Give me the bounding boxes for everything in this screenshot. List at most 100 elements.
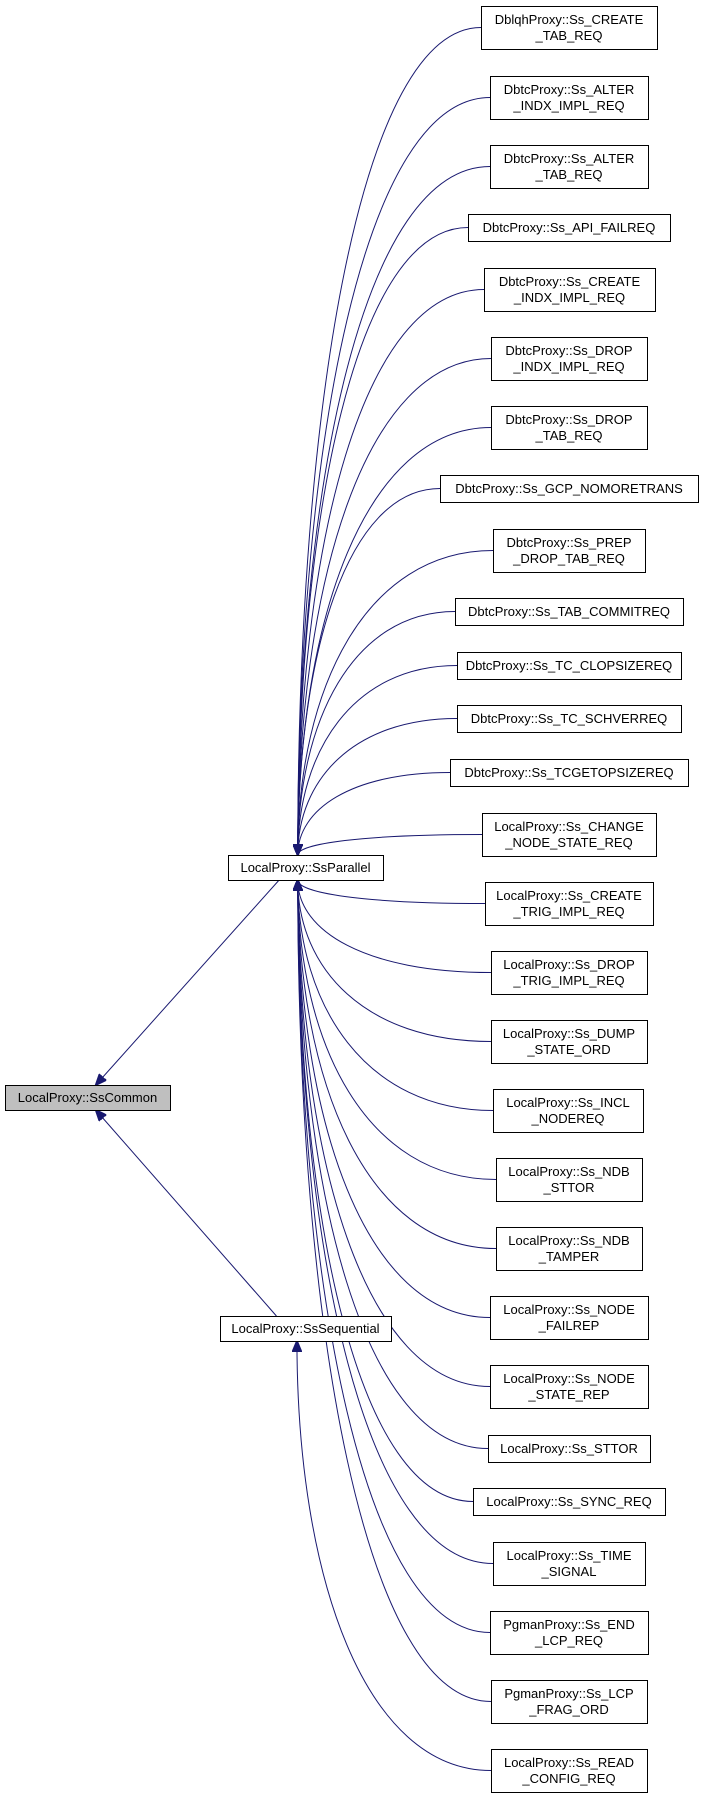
class-node-label: LocalProxy::Ss_TIME <box>507 1548 632 1563</box>
class-node-label: DbtcProxy::Ss_TAB_COMMITREQ <box>468 604 670 619</box>
class-node-label: LocalProxy::Ss_NODE <box>503 1302 635 1317</box>
class-node-box <box>496 1158 643 1202</box>
class-node-lp-time-signal[interactable]: LocalProxy::Ss_TIME_SIGNAL <box>493 1542 646 1586</box>
inheritance-edge-lp-sttor-to-ssparallel <box>298 880 489 1449</box>
class-node-label: _TAB_REQ <box>535 428 603 443</box>
class-node-box <box>491 1749 648 1793</box>
class-node-label: _STATE_REP <box>527 1387 609 1402</box>
inheritance-edge-lp-change-node-state-to-ssparallel <box>298 834 483 856</box>
class-node-label: PgmanProxy::Ss_LCP <box>504 1686 633 1701</box>
class-node-dbtc-drop-indx[interactable]: DbtcProxy::Ss_DROP_INDX_IMPL_REQ <box>491 337 648 381</box>
inheritance-edge-dbtc-tc-schverreq-to-ssparallel <box>298 718 458 856</box>
class-node-pgman-end-lcp[interactable]: PgmanProxy::Ss_END_LCP_REQ <box>490 1611 649 1655</box>
class-node-box <box>491 1680 648 1724</box>
class-node-label: _INDX_IMPL_REQ <box>512 359 624 374</box>
class-node-label: DbtcProxy::Ss_GCP_NOMORETRANS <box>455 481 683 496</box>
class-node-label: _SIGNAL <box>541 1564 597 1579</box>
inheritance-edge-dbtc-tab-commitreq-to-ssparallel <box>298 611 456 856</box>
class-node-label: _LCP_REQ <box>534 1633 603 1648</box>
class-node-label: LocalProxy::Ss_NODE <box>503 1371 635 1386</box>
class-node-label: _CONFIG_REQ <box>521 1771 615 1786</box>
class-node-lp-sttor[interactable]: LocalProxy::Ss_STTOR <box>488 1435 651 1463</box>
class-node-label: _FAILREP <box>538 1318 600 1333</box>
class-node-box <box>450 759 689 787</box>
class-node-lp-node-failrep[interactable]: LocalProxy::Ss_NODE_FAILREP <box>490 1296 649 1340</box>
class-node-label: LocalProxy::Ss_DROP <box>503 957 635 972</box>
class-node-dbtc-gcp-nomoretrans[interactable]: DbtcProxy::Ss_GCP_NOMORETRANS <box>440 475 699 503</box>
class-node-label: _NODE_STATE_REQ <box>504 835 632 850</box>
class-node-dbtc-api-failreq[interactable]: DbtcProxy::Ss_API_FAILREQ <box>468 214 671 242</box>
class-node-box <box>5 1085 171 1111</box>
class-node-sscommon[interactable]: LocalProxy::SsCommon <box>5 1085 171 1111</box>
class-node-lp-node-state-rep[interactable]: LocalProxy::Ss_NODE_STATE_REP <box>490 1365 649 1409</box>
inheritance-edge-sssequential-to-sscommon <box>96 1110 277 1317</box>
class-node-ssparallel[interactable]: LocalProxy::SsParallel <box>228 855 384 881</box>
class-node-label: _STATE_ORD <box>526 1042 610 1057</box>
class-node-dbtc-tc-schverreq[interactable]: DbtcProxy::Ss_TC_SCHVERREQ <box>457 705 682 733</box>
class-node-dbtc-create-indx[interactable]: DbtcProxy::Ss_CREATE_INDX_IMPL_REQ <box>484 268 656 312</box>
class-node-box <box>491 1020 648 1064</box>
inheritance-edge-ssparallel-to-sscommon <box>96 879 280 1085</box>
class-node-box <box>490 1296 649 1340</box>
inheritance-edge-dbtc-drop-indx-to-ssparallel <box>298 358 492 856</box>
class-node-dbtc-drop-tab[interactable]: DbtcProxy::Ss_DROP_TAB_REQ <box>491 406 648 450</box>
class-node-label: LocalProxy::SsParallel <box>240 860 370 875</box>
class-node-box <box>496 1227 643 1271</box>
class-node-box <box>493 529 646 573</box>
inheritance-edge-dbtc-prep-drop-tab-to-ssparallel <box>298 550 494 856</box>
inheritance-edge-lp-ndb-sttor-to-ssparallel <box>298 880 497 1180</box>
class-node-box <box>468 214 671 242</box>
class-node-dbtc-alter-tab[interactable]: DbtcProxy::Ss_ALTER_TAB_REQ <box>490 145 649 189</box>
class-node-label: _TAB_REQ <box>535 167 603 182</box>
class-node-dblqh-create-tab[interactable]: DblqhProxy::Ss_CREATE_TAB_REQ <box>481 6 658 50</box>
class-node-lp-create-trig[interactable]: LocalProxy::Ss_CREATE_TRIG_IMPL_REQ <box>485 882 654 926</box>
class-node-label: DbtcProxy::Ss_PREP <box>507 535 632 550</box>
class-node-label: _INDX_IMPL_REQ <box>512 98 624 113</box>
class-node-label: LocalProxy::Ss_INCL <box>506 1095 630 1110</box>
class-node-dbtc-tab-commitreq[interactable]: DbtcProxy::Ss_TAB_COMMITREQ <box>455 598 684 626</box>
class-node-box <box>493 1542 646 1586</box>
inheritance-edge-lp-ndb-tamper-to-ssparallel <box>298 880 497 1249</box>
class-node-box <box>440 475 699 503</box>
class-node-lp-change-node-state[interactable]: LocalProxy::Ss_CHANGE_NODE_STATE_REQ <box>482 813 657 857</box>
class-node-dbtc-tc-clopsizereq[interactable]: DbtcProxy::Ss_TC_CLOPSIZEREQ <box>457 652 682 680</box>
class-node-label: _FRAG_ORD <box>528 1702 608 1717</box>
class-node-label: _DROP_TAB_REQ <box>512 551 625 566</box>
class-node-lp-incl-nodereq[interactable]: LocalProxy::Ss_INCL_NODEREQ <box>493 1089 644 1133</box>
class-node-lp-ndb-sttor[interactable]: LocalProxy::Ss_NDB_STTOR <box>496 1158 643 1202</box>
class-node-lp-ndb-tamper[interactable]: LocalProxy::Ss_NDB_TAMPER <box>496 1227 643 1271</box>
class-node-lp-read-config[interactable]: LocalProxy::Ss_READ_CONFIG_REQ <box>491 1749 648 1793</box>
class-node-sssequential[interactable]: LocalProxy::SsSequential <box>220 1316 392 1342</box>
class-node-box <box>490 1611 649 1655</box>
inheritance-edge-dbtc-tc-clopsizereq-to-ssparallel <box>298 665 458 856</box>
class-node-label: _INDX_IMPL_REQ <box>513 290 625 305</box>
inheritance-edge-pgman-lcp-frag-ord-to-ssparallel <box>298 880 492 1702</box>
class-node-pgman-lcp-frag-ord[interactable]: PgmanProxy::Ss_LCP_FRAG_ORD <box>491 1680 648 1724</box>
inheritance-edge-lp-drop-trig-to-ssparallel <box>298 880 492 973</box>
inheritance-edge-lp-node-failrep-to-ssparallel <box>298 880 491 1318</box>
class-node-lp-drop-trig[interactable]: LocalProxy::Ss_DROP_TRIG_IMPL_REQ <box>491 951 648 995</box>
class-node-label: PgmanProxy::Ss_END <box>503 1617 635 1632</box>
class-node-dbtc-tcgetopsizereq[interactable]: DbtcProxy::Ss_TCGETOPSIZEREQ <box>450 759 689 787</box>
class-node-label: DblqhProxy::Ss_CREATE <box>495 12 644 27</box>
class-node-label: DbtcProxy::Ss_API_FAILREQ <box>483 220 656 235</box>
class-node-box <box>491 951 648 995</box>
class-node-label: DbtcProxy::Ss_TC_SCHVERREQ <box>471 711 668 726</box>
class-node-dbtc-prep-drop-tab[interactable]: DbtcProxy::Ss_PREP_DROP_TAB_REQ <box>493 529 646 573</box>
class-node-box <box>490 145 649 189</box>
class-node-label: DbtcProxy::Ss_ALTER <box>504 151 635 166</box>
class-node-label: DbtcProxy::Ss_TC_CLOPSIZEREQ <box>466 658 673 673</box>
class-node-dbtc-alter-indx[interactable]: DbtcProxy::Ss_ALTER_INDX_IMPL_REQ <box>490 76 649 120</box>
inheritance-edge-lp-time-signal-to-ssparallel <box>298 880 494 1564</box>
class-node-label: DbtcProxy::Ss_CREATE <box>499 274 641 289</box>
inheritance-edge-dbtc-api-failreq-to-ssparallel <box>298 227 469 856</box>
class-node-lp-sync-req[interactable]: LocalProxy::Ss_SYNC_REQ <box>473 1488 666 1516</box>
inheritance-edge-lp-dump-state-to-ssparallel <box>298 880 492 1042</box>
class-node-box <box>488 1435 651 1463</box>
class-node-lp-dump-state[interactable]: LocalProxy::Ss_DUMP_STATE_ORD <box>491 1020 648 1064</box>
class-node-box <box>490 1365 649 1409</box>
class-node-label: _TRIG_IMPL_REQ <box>512 973 624 988</box>
inheritance-edge-dblqh-create-tab-to-ssparallel <box>298 27 482 856</box>
inheritance-edge-pgman-end-lcp-to-ssparallel <box>298 880 491 1633</box>
